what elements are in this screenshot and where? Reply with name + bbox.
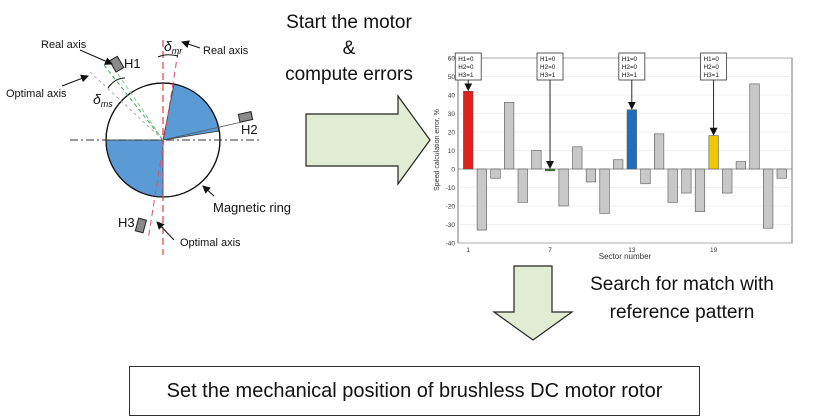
annotation-text: H3=1	[704, 72, 720, 79]
real-axis-tilted-line	[147, 51, 179, 241]
optimal-axis-left-pointer	[61, 74, 89, 87]
h2-label: H2	[241, 122, 258, 137]
annotation-text: H3=1	[540, 72, 556, 79]
magnetic-ring-label: Magnetic ring	[213, 200, 291, 215]
annotation-text: H2=0	[704, 64, 720, 71]
bar-sector-3	[490, 168, 501, 179]
bar-sector-17	[681, 168, 692, 194]
y-tick-label: 40	[448, 93, 456, 100]
ampersand-text: &	[343, 38, 356, 59]
optimal-axis-line-2	[117, 73, 164, 141]
bar-sector-7	[544, 168, 556, 172]
bar-sector-24	[776, 168, 787, 179]
annotation-text: H2=0	[622, 64, 638, 71]
bar-sector-14	[640, 168, 651, 185]
y-tick-label: -30	[446, 222, 456, 229]
sensor-h2	[237, 111, 254, 123]
y-tick-label: -40	[446, 241, 456, 248]
h1-label: H1	[124, 56, 141, 71]
compute-errors-text: compute errors	[285, 64, 413, 85]
bar-sector-18	[694, 168, 706, 212]
search-text-line2: reference pattern	[610, 302, 755, 323]
x-tick-label: 1	[466, 247, 470, 254]
optimal-axis-left-label: Optimal axis	[6, 88, 67, 100]
chart-ylabel: Speed calculation error, %	[434, 109, 441, 191]
delta-ms-arc	[107, 77, 126, 89]
radial-h2-line	[162, 120, 247, 141]
annotation-text: H3=1	[622, 72, 638, 79]
motor-diagram: Real axis Real axis Optimal axis Optimal…	[6, 38, 291, 255]
bar-sector-23	[763, 168, 774, 229]
optimal-axis-line-1	[103, 64, 164, 141]
bar-sector-13	[626, 109, 637, 170]
delta-mr-arc	[157, 54, 179, 58]
bar-sector-2	[476, 168, 487, 231]
bar-sector-5	[517, 168, 528, 203]
result-box: Set the mechanical position of brushless…	[129, 366, 700, 416]
chart-annotations: H1=0H2=0H3=1H1=0H2=0H3=1H1=0H2=0H3=1H1=0…	[454, 52, 728, 169]
search-text-line1: Search for match with	[590, 274, 774, 295]
annotation-text: H1=0	[540, 56, 556, 63]
y-tick-label: -10	[446, 185, 456, 192]
real-axis-right-label: Real axis	[203, 45, 249, 57]
chart-y-ticks: -40 -30 -20 -10 0 10 20 30 40 50 60	[446, 56, 456, 248]
real-axis-left-label: Real axis	[41, 39, 87, 51]
result-text: Set the mechanical position of brushless…	[166, 379, 663, 402]
annotation-box	[618, 52, 646, 81]
annotation-box	[536, 52, 564, 81]
x-tick-label: 13	[628, 247, 636, 254]
start-motor-text: Start the motor	[286, 12, 412, 33]
right-block-arrow	[305, 94, 431, 186]
bar-sector-19	[708, 135, 719, 170]
chart-x-ticks: 1 7 13 19	[466, 247, 717, 254]
y-tick-label: 0	[451, 167, 455, 174]
optimal-axis-line-3	[89, 71, 164, 141]
bar-sector-12	[613, 159, 624, 170]
annotation-text: H1=0	[458, 56, 474, 63]
bar-sector-8	[558, 168, 569, 207]
bar-sector-21	[735, 161, 746, 170]
sensor-h3	[134, 217, 148, 234]
annotation-text: H2=0	[458, 64, 474, 71]
optimal-axis-bottom-label: Optimal axis	[180, 237, 241, 249]
bar-sector-20	[722, 168, 733, 194]
y-tick-label: 60	[448, 56, 456, 63]
sensor-h1	[108, 55, 125, 73]
y-tick-label: 30	[448, 111, 456, 118]
y-tick-label: 50	[448, 74, 456, 81]
bar-sector-22	[749, 83, 760, 170]
optimal-axis-bottom-pointer	[156, 221, 175, 241]
annotation-box	[700, 52, 728, 81]
h3-label: H3	[118, 215, 135, 230]
bar-sector-16	[667, 168, 678, 203]
delta-mr-label: δmr	[164, 38, 183, 56]
annotation-text: H1=0	[704, 56, 720, 63]
bar-sector-9	[572, 146, 583, 170]
real-axis-left-pointer	[79, 49, 113, 65]
y-tick-label: 20	[448, 130, 456, 137]
delta-ms-label: δms	[93, 91, 113, 109]
annotation-text: H1=0	[622, 56, 638, 63]
x-tick-label: 19	[710, 247, 718, 254]
magnetic-ring-pointer	[202, 185, 215, 197]
bar-sector-4	[504, 102, 515, 170]
bar-sector-15	[654, 133, 665, 170]
down-block-arrow	[492, 265, 574, 341]
real-axis-right-pointer	[181, 40, 201, 49]
chart-bars	[463, 83, 787, 231]
bar-sector-10	[585, 168, 596, 183]
annotation-text: H3=1	[458, 72, 474, 79]
y-tick-label: -20	[446, 204, 456, 211]
bar-sector-6	[531, 150, 542, 170]
x-tick-label: 7	[548, 247, 552, 254]
chart-xlabel: Sector number	[599, 252, 652, 261]
annotation-box	[454, 52, 482, 81]
bar-sector-11	[599, 168, 610, 214]
y-tick-label: 10	[448, 148, 456, 155]
annotation-text: H2=0	[540, 64, 556, 71]
magnet-sector-bottom-left	[105, 139, 164, 198]
bar-sector-1	[463, 91, 474, 170]
